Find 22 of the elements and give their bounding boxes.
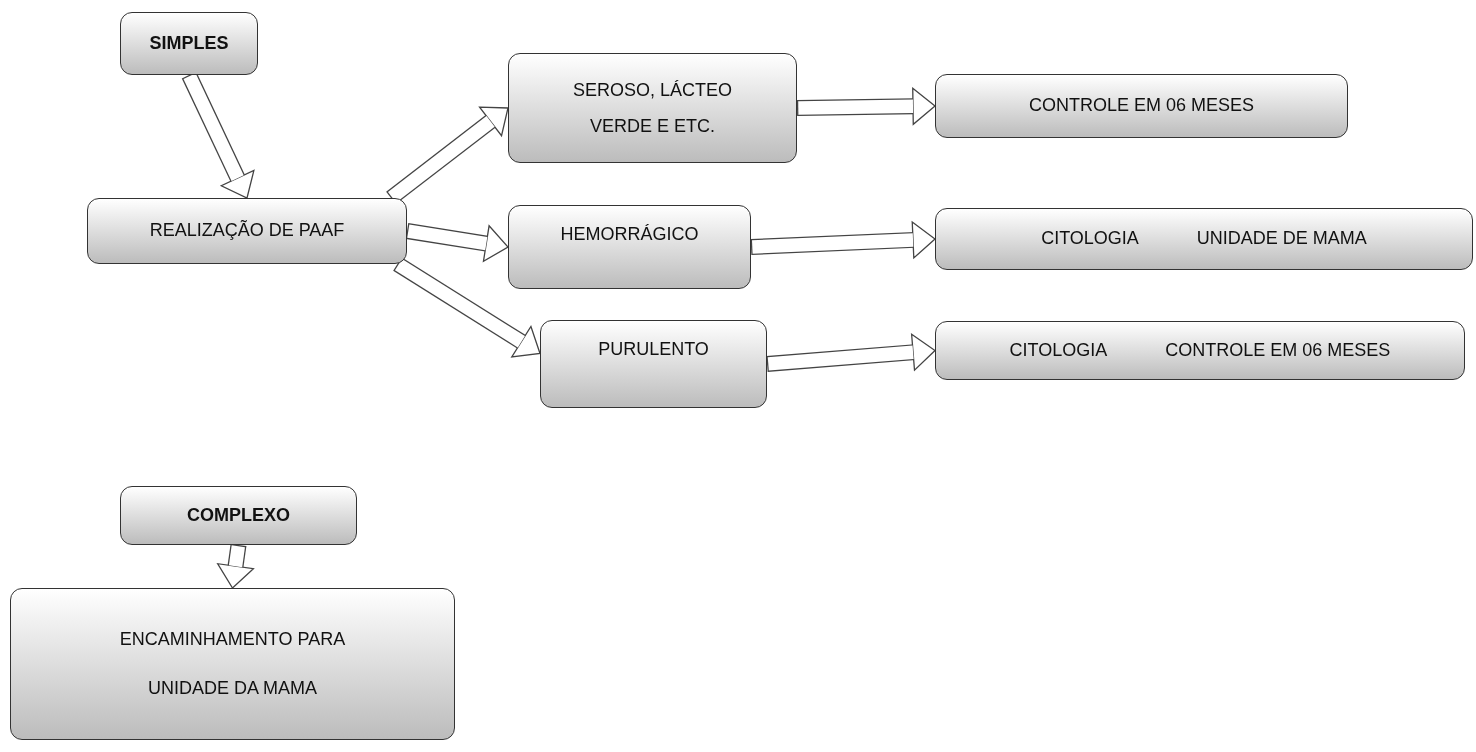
node-label: COMPLEXO <box>187 504 290 527</box>
process-box <box>935 74 1348 138</box>
node-label: CONTROLE EM 06 MESES <box>1165 339 1391 362</box>
process-box <box>508 53 797 163</box>
node-label: CITOLOGIA <box>1041 228 1139 250</box>
node-label: CONTROLE EM 06 MESES <box>1028 95 1255 117</box>
node-label: HEMORRÁGICO <box>560 224 699 246</box>
process-box <box>935 321 1465 380</box>
node-label: CITOLOGIA <box>1009 339 1108 362</box>
node-label: SIMPLES <box>149 32 229 55</box>
process-box <box>540 320 767 408</box>
node-label: ENCAMINHAMENTO PARA UNIDADE DA MAMA <box>118 628 347 700</box>
process-box <box>935 208 1473 270</box>
node-label: SEROSO, LÁCTEO VERDE E ETC. <box>571 79 733 138</box>
process-box <box>87 198 407 264</box>
process-box <box>10 588 455 740</box>
node-label: UNIDADE DE MAMA <box>1196 228 1367 250</box>
process-box <box>120 486 357 545</box>
node-label: PURULENTO <box>598 339 709 361</box>
process-box <box>120 12 258 75</box>
process-box <box>508 205 751 289</box>
node-label: REALIZAÇÃO DE PAAF <box>149 220 345 242</box>
